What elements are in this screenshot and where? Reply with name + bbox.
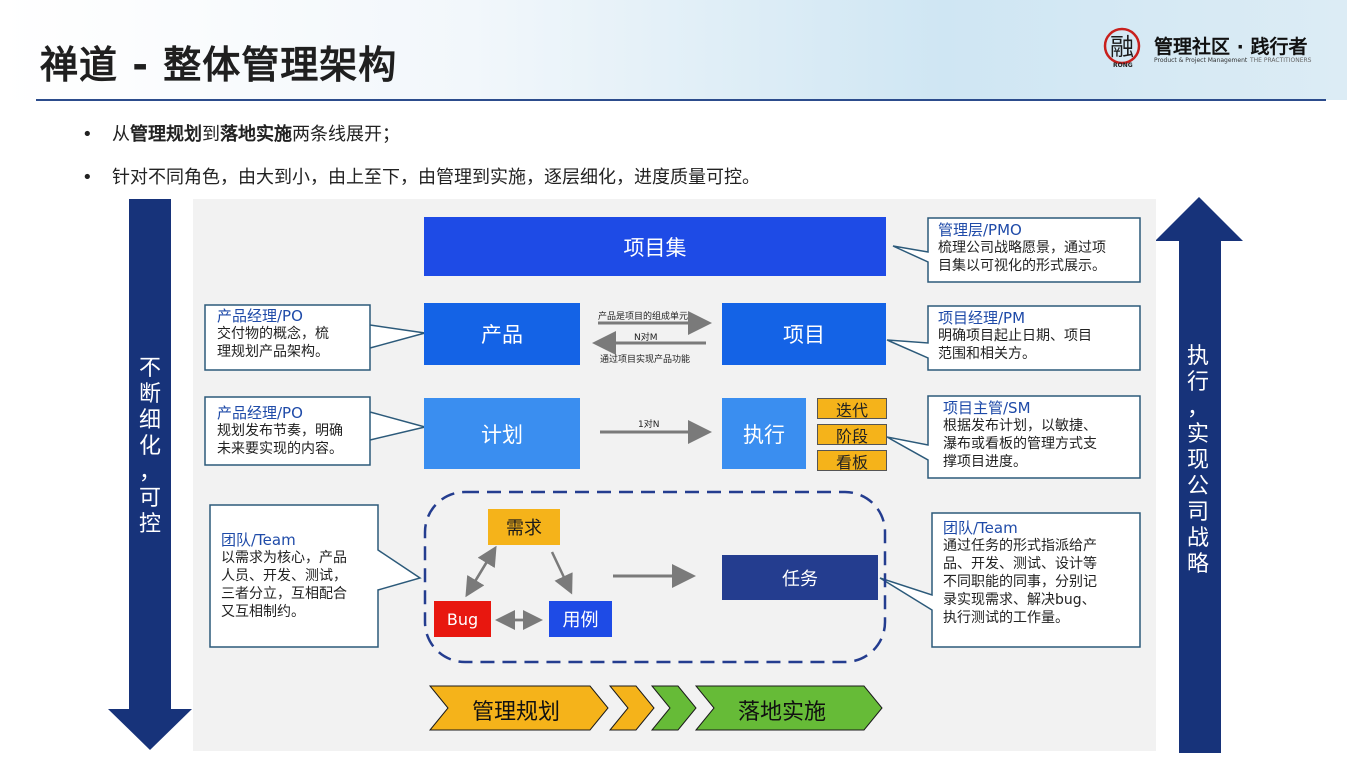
plan-box: 计划	[424, 398, 580, 469]
annotation-team-left: 团队/Team 以需求为核心，产品 人员、开发、测试， 三者分立，互相配合 又互…	[221, 531, 347, 620]
bullet-2: •针对不同角色，由大到小，由上至下，由管理到实施，逐层细化，进度质量可控。	[82, 167, 760, 188]
callout-team-left	[209, 504, 422, 648]
left-down-arrow	[108, 199, 192, 750]
chevron-implement	[694, 685, 883, 731]
usecase-box: 用例	[549, 601, 612, 637]
right-arrow-text: 执行，实现公司战略	[1186, 344, 1209, 577]
callout-sm	[886, 395, 1141, 479]
product-box: 产品	[424, 303, 580, 365]
chevron-small-2	[650, 685, 697, 731]
callout-pmo	[892, 217, 1141, 283]
relation-label-mid: N对M	[634, 333, 658, 343]
page-title: 禅道 - 整体管理架构	[40, 43, 398, 87]
relation-label-bottom: 通过项目实现产品功能	[600, 355, 691, 365]
project-box: 项目	[722, 303, 886, 365]
relation-label-plan: 1对N	[638, 420, 660, 430]
logo-rong-text: RONG	[1113, 62, 1133, 69]
logo-title: 管理社区 · 践行者	[1154, 36, 1308, 58]
requirement-box: 需求	[488, 509, 560, 545]
team-group-outline	[423, 490, 887, 664]
callout-pm	[886, 305, 1141, 371]
tag-kanban: 看板	[817, 450, 887, 472]
annotation-sm: 项目主管/SM 根据发布计划，以敏捷、 瀑布或看板的管理方式支 撑项目进度。	[943, 399, 1097, 470]
chevron-small-1	[608, 685, 655, 731]
annotation-po-plan: 产品经理/PO 规划发布节奏，明确 未来要实现的内容。	[217, 404, 343, 457]
logo-subtitle-left: Product & Project Management	[1154, 57, 1248, 64]
rong-seal-icon: 融	[1103, 27, 1141, 65]
header-divider	[36, 99, 1326, 101]
annotation-pm: 项目经理/PM 明确项目起止日期、项目 范围和相关方。	[938, 309, 1092, 362]
header-banner	[0, 0, 1347, 100]
annotation-po-product: 产品经理/PO 交付物的概念，梳 理规划产品架构。	[217, 307, 329, 360]
execute-box: 执行	[722, 398, 806, 469]
logo-subtitle-right: THE PRACTITIONERS	[1250, 57, 1312, 64]
annotation-team-right: 团队/Team 通过任务的形式指派给产 品、开发、测试、设计等 不同职能的同事，…	[943, 519, 1097, 626]
right-up-arrow	[1155, 197, 1243, 753]
chevron-implement-label: 落地实施	[738, 700, 827, 725]
relation-label-top: 产品是项目的组成单元	[598, 312, 689, 322]
brand-logo: 融 RONG 管理社区 · 践行者 Product & Project Mana…	[1100, 26, 1340, 70]
left-arrow-text: 不断细化，可控	[138, 356, 161, 537]
tag-stage: 阶段	[817, 424, 887, 446]
chevron-plan-label: 管理规划	[472, 700, 561, 725]
project-set-box: 项目集	[424, 217, 886, 276]
bullet-1: •从管理规划到落地实施两条线展开；	[82, 124, 400, 145]
chevron-plan	[428, 685, 609, 731]
annotation-pmo: 管理层/PMO 梳理公司战略愿景，通过项 目集以可视化的形式展示。	[938, 221, 1106, 274]
callout-team-right	[879, 512, 1141, 648]
tag-iteration: 迭代	[817, 398, 887, 420]
task-box: 任务	[722, 555, 878, 600]
svg-text:融: 融	[1110, 33, 1134, 61]
bug-box: Bug	[434, 601, 491, 637]
